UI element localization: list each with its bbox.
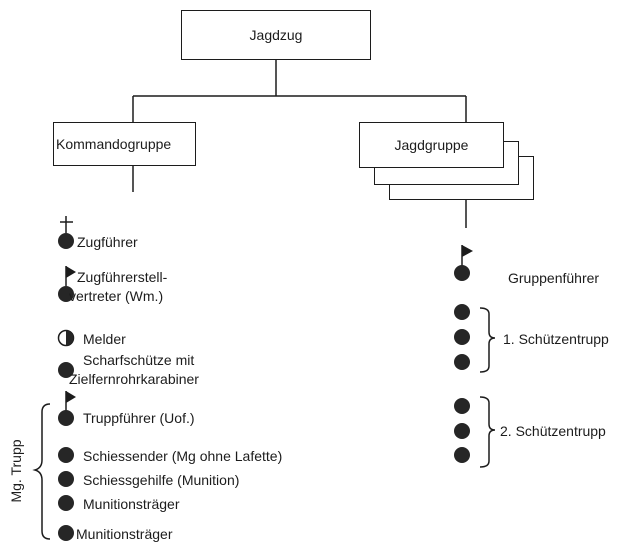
munitionstraeger-1-label: Munitionsträger [83,496,180,512]
schuetzentrupp-2-label: 2. Schützentrupp [500,423,606,439]
munitionstraeger-1-symbol [58,495,74,511]
scharfschuetze-label-line1: Scharfschütze mit [83,352,195,368]
schuetze-2c-symbol [454,447,470,463]
schiessender-label: Schiessender (Mg ohne Lafette) [83,448,283,464]
jagdzug-label: Jagdzug [249,27,303,43]
jagdgruppe-box: Jagdgruppe [359,122,504,168]
munitionstraeger-2-label: Munitionsträger [76,526,173,542]
munitionstraeger-2-symbol [58,525,74,541]
gruppenfuehrer-label: Gruppenführer [508,270,600,286]
jagdgruppe-label: Jagdgruppe [394,137,469,153]
scharfschuetze-label-line2: Zielfernrohrkarabiner [69,371,199,387]
kommandogruppe-label: Kommandogruppe [56,136,172,152]
scharfschuetze-symbol [58,362,74,378]
schiessgehilfe-label: Schiessgehilfe (Munition) [83,472,240,488]
jagdzug-box: Jagdzug [181,10,371,60]
stellvertreter-label-line1: Zugführerstell- [77,269,168,285]
zugfuehrer-symbol [58,233,74,249]
stellvertreter-symbol [58,286,74,302]
stellvertreter-label-line2: vertreter (Wm.) [69,288,164,304]
schuetze-1b-symbol [454,329,470,345]
gruppenfuehrer-symbol [454,265,470,281]
truppfuehrer-label: Truppführer (Uof.) [83,410,195,426]
schuetze-2a-symbol [454,398,470,414]
schuetzentrupp-1-label: 1. Schützentrupp [503,331,609,347]
schiessender-symbol [58,447,74,463]
mg-trupp-label: Mg. Trupp [8,439,24,503]
schuetze-1a-symbol [454,304,470,320]
melder-label: Melder [83,331,126,347]
schuetze-1c-symbol [454,354,470,370]
schuetze-2b-symbol [454,423,470,439]
truppfuehrer-symbol [58,410,74,426]
kommandogruppe-box: Kommandogruppe [53,122,196,166]
schiessgehilfe-symbol [58,471,74,487]
zugfuehrer-label: Zugführer [77,234,138,250]
